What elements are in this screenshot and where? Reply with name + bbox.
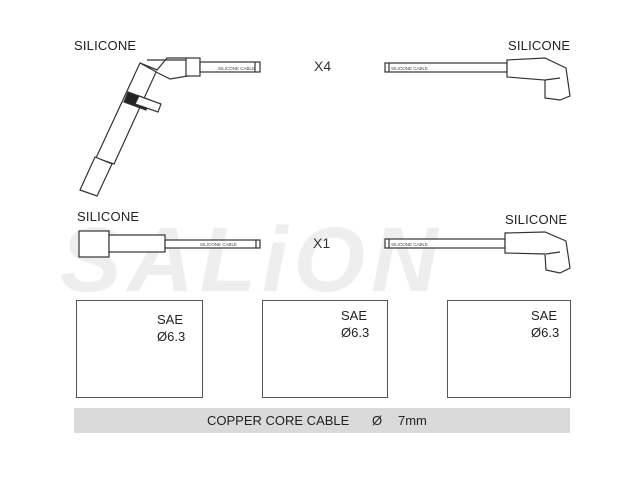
- top-right-cable-boot: [384, 57, 571, 101]
- terminal-box-1: SAE Ø6.3: [76, 300, 203, 398]
- terminal-3-standard: SAE: [531, 308, 558, 323]
- top-left-plug-boot: [79, 57, 261, 197]
- terminal-box-3: SAE Ø6.3: [447, 300, 571, 398]
- top-right-silicone-label: SILICONE: [508, 38, 571, 53]
- cable-type-label: COPPER CORE CABLE: [207, 413, 350, 428]
- terminal-1-size: Ø6.3: [157, 329, 186, 344]
- cable-spec-bar: COPPER CORE CABLE Ø 7mm: [74, 408, 570, 433]
- mid-right-cable-boot: [384, 231, 571, 274]
- cable-print-mid-right: SILICONE CABLE: [391, 242, 428, 247]
- diameter-symbol: Ø: [372, 413, 383, 428]
- mid-left-silicone-label: SILICONE: [77, 209, 140, 224]
- cable-print-mid-left: SILICONE CABLE: [200, 242, 237, 247]
- qty-mid-label: X1: [313, 235, 331, 251]
- terminal-1-standard: SAE: [157, 312, 184, 327]
- mid-right-silicone-label: SILICONE: [505, 212, 568, 227]
- qty-top-label: X4: [314, 58, 332, 74]
- cable-print-top-left: SILICONE CABLE: [218, 66, 255, 71]
- diameter-value: 7mm: [398, 413, 427, 428]
- top-left-silicone-label: SILICONE: [74, 38, 137, 53]
- terminal-2-size: Ø6.3: [341, 325, 370, 340]
- mid-left-straight-boot: [78, 230, 261, 258]
- terminal-3-size: Ø6.3: [531, 325, 560, 340]
- cable-print-top-right: SILICONE CABLE: [391, 66, 428, 71]
- terminal-2-standard: SAE: [341, 308, 368, 323]
- terminal-box-2: SAE Ø6.3: [262, 300, 388, 398]
